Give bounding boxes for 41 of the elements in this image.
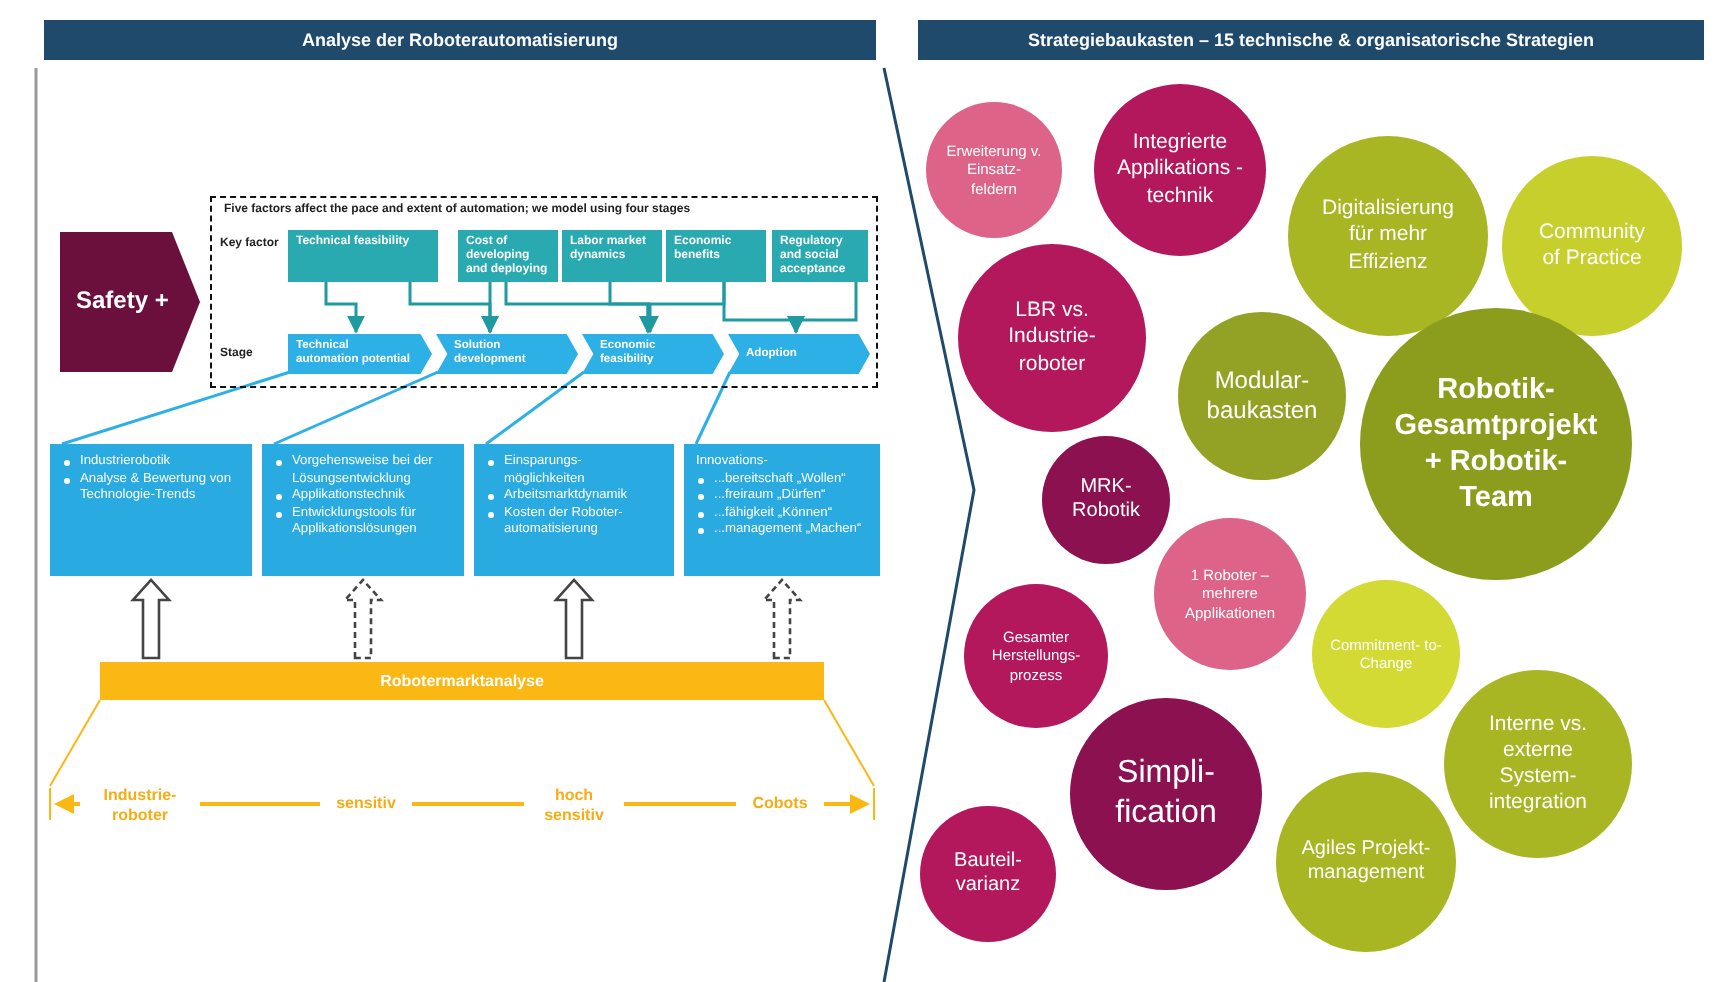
circle-label: Digitalisierung für mehr Effizienz xyxy=(1320,196,1456,276)
scale-label: Cobots xyxy=(736,794,824,814)
leader-line xyxy=(61,370,291,446)
scale-label: hoch sensitiv xyxy=(524,786,624,825)
connector-arrow xyxy=(324,280,365,334)
leader-line xyxy=(485,370,585,446)
section-header: Analyse der Roboterautomatisierung xyxy=(44,20,876,60)
leader-line xyxy=(694,371,732,445)
circle-label: Modular- baukasten xyxy=(1204,366,1320,426)
hollow-arrow xyxy=(130,578,172,660)
shape-label: Safety + xyxy=(74,288,171,316)
connector-arrow xyxy=(481,280,499,334)
circle-label: LBR vs. Industrie- roboter xyxy=(1006,298,1098,378)
bullet-box xyxy=(474,444,674,576)
circle-label: Bauteil- varianz xyxy=(952,849,1024,899)
bullet-box xyxy=(684,444,880,576)
hollow-arrow xyxy=(761,578,803,660)
bullet-box xyxy=(262,444,464,576)
strategy-circle xyxy=(958,244,1146,432)
circle-label: Robotik- Gesamtprojekt + Robotik- Team xyxy=(1392,371,1600,517)
circle-label: Interne vs. externe System- integration xyxy=(1486,711,1590,817)
hollow-arrow xyxy=(342,578,384,660)
section-header: Strategiebaukasten – 15 technische & organisatorische Strategien xyxy=(918,20,1704,60)
stage-box xyxy=(728,334,870,374)
connector-arrow xyxy=(787,280,858,334)
circle-label: MRK- Robotik xyxy=(1070,475,1142,525)
dashed-frame xyxy=(210,196,878,388)
scale-label: Industrie- roboter xyxy=(80,786,200,825)
circle-label: Integrierte Applikations -technik xyxy=(1114,130,1246,210)
leader-line xyxy=(273,370,439,446)
scale-label: sensitiv xyxy=(320,794,412,814)
circle-label: Simpli- fication xyxy=(1113,754,1219,834)
analysis-bar: Robotermarktanalyse xyxy=(100,662,824,700)
hollow-arrow xyxy=(553,578,595,660)
circle-label: Community of Practice xyxy=(1536,219,1648,273)
bullet-box xyxy=(50,444,252,576)
stage-box xyxy=(288,334,432,374)
strategy-circle xyxy=(1042,436,1170,564)
stage-box xyxy=(582,334,724,374)
stage-box xyxy=(436,334,578,374)
circle-label: Agiles Projekt- management xyxy=(1299,837,1433,887)
